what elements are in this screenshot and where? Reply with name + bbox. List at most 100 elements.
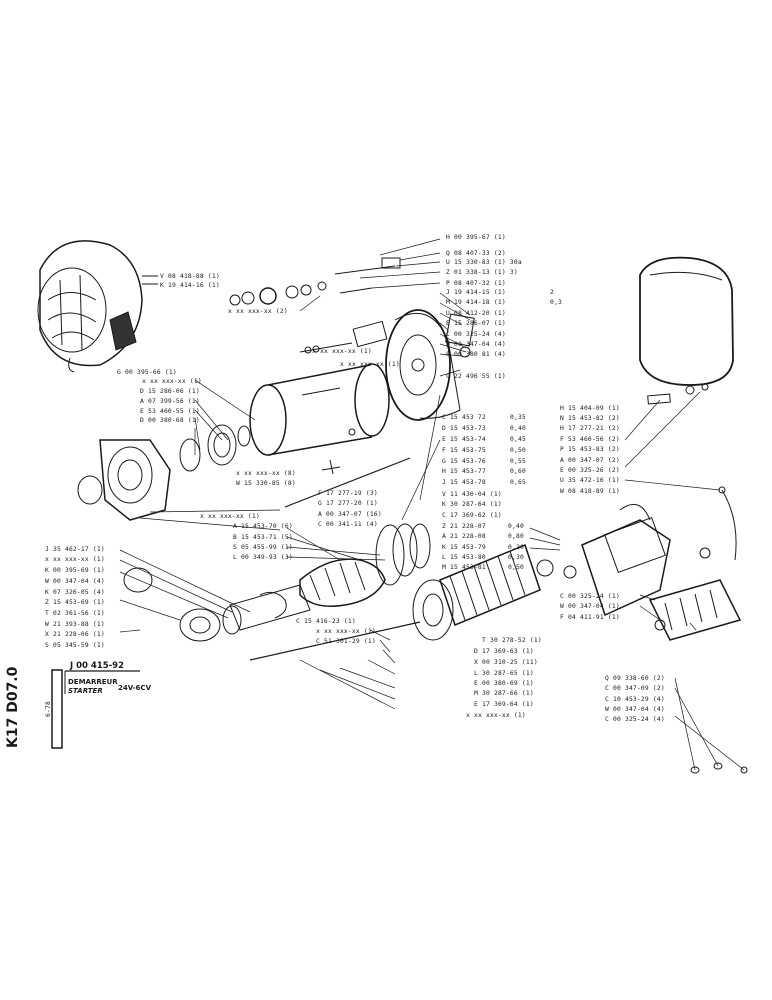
end-cover — [385, 309, 475, 421]
label: L 00 349-93 (3) — [233, 554, 293, 561]
label: Q 09 338-60 (2) — [605, 675, 665, 682]
label: C 00 325-24 (1) — [560, 593, 620, 600]
label: Q 08 407-33 (2) — [446, 250, 506, 257]
label: T 30 278-52 (1) — [482, 637, 542, 644]
label: A 07 399-56 (1) — [140, 398, 200, 405]
label: C 22 496 55 (1) — [446, 373, 506, 380]
label: H 00 395-67 (1) — [446, 234, 506, 241]
label: K 00 395-69 (1) — [45, 567, 105, 574]
label: K 19 414-16 (1) — [160, 282, 220, 289]
label: x xx xxx-xx (1) — [466, 712, 526, 719]
title-french: DEMARREUR — [68, 678, 118, 686]
field-coil-housing — [37, 240, 143, 373]
label: 0,20 — [508, 544, 524, 551]
label: E 15 286-07 (1) — [446, 320, 506, 327]
label: H 15 404-09 (1) — [560, 405, 620, 412]
protective-cap — [639, 256, 734, 386]
label: D 15 286-06 (1) — [140, 388, 200, 395]
label: V 08 418-88 (1) — [160, 273, 220, 280]
voltage-label: 24V-6CV — [118, 684, 151, 692]
label: W 08 418-89 (1) — [560, 488, 620, 495]
label: X 21 228-06 (1) — [45, 631, 105, 638]
label: H 15 453-77 — [442, 468, 486, 475]
label: 0,50 — [510, 447, 526, 454]
label: Z 21 228-07 — [442, 523, 486, 530]
label: C 00 325-24 (4) — [605, 716, 665, 723]
label: 0,35 — [510, 414, 526, 421]
title-english: STARTER — [68, 687, 103, 695]
label: A 00 347-07 (16) — [318, 511, 382, 518]
label: P 15 453-83 (2) — [560, 446, 620, 453]
label: K 15 453-79 — [442, 544, 486, 551]
label: A 00 347-07 (2) — [560, 457, 620, 464]
label: S 00 380 81 (4) — [446, 351, 506, 358]
label: x xx xxx-xx (1) — [312, 348, 372, 355]
label: M 30 287-66 (1) — [474, 690, 534, 697]
label: W 15 330-85 (8) — [236, 480, 296, 487]
label: W 00 347-04 (4) — [446, 341, 506, 348]
label: 0,50 — [508, 564, 524, 571]
label: S 05 345-59 (1) — [45, 642, 105, 649]
label: 0,40 — [510, 425, 526, 432]
label: x xx xxx-xx (1) — [142, 378, 202, 385]
label: K 07 326-05 (4) — [45, 589, 105, 596]
label: C 00 341-11 (4) — [318, 521, 378, 528]
label: C 51 301-29 (1) — [316, 638, 376, 645]
label: M 15 453-81 — [442, 564, 486, 571]
label: S 05 455-99 (1) — [233, 544, 293, 551]
label: U 35 472-16 (1) — [560, 477, 620, 484]
label: N 15 453-82 (2) — [560, 415, 620, 422]
label: 0,40 — [508, 523, 524, 530]
label: G 00 395-66 (1) — [117, 369, 177, 376]
label: V 11 430-04 (1) — [442, 491, 502, 498]
label: W 21 393-88 (1) — [45, 621, 105, 628]
label: L 15 453-80 — [442, 554, 486, 561]
label: J 15 453-78 — [442, 479, 486, 486]
label: A 15 453-70 (6) — [233, 523, 293, 530]
label: 0,45 — [510, 436, 526, 443]
title-block-frame — [51, 669, 140, 749]
label: C 15 416-23 (1) — [296, 618, 356, 625]
label: D 17 369-63 (1) — [474, 648, 534, 655]
label: 0,65 — [510, 479, 526, 486]
sheet-code: K17 D07.0 — [5, 666, 21, 748]
small-parts-row — [229, 257, 401, 354]
drive-end-housing — [77, 424, 251, 521]
label: 0,55 — [510, 458, 526, 465]
date-code: 6-78 — [45, 701, 52, 717]
label: Z 01 338-13 (1) 3) — [446, 269, 518, 276]
label: 2 — [550, 289, 554, 296]
label: C 17 369-62 (1) — [442, 512, 502, 519]
label: E 00 325-26 (2) — [560, 467, 620, 474]
label: L 30 287-65 (1) — [474, 670, 534, 677]
label: E 53 460-55 (1) — [140, 408, 200, 415]
label: 0,30 — [508, 554, 524, 561]
label: F 17 277-19 (3) — [318, 490, 378, 497]
label: C 00 325-24 (4) — [446, 331, 506, 338]
label: x xx xxx-xx (1) — [200, 513, 260, 520]
label: 0,80 — [508, 533, 524, 540]
label: B 15 453-71 (5) — [233, 534, 293, 541]
label: M 19 414-18 (1) — [446, 299, 506, 306]
label: G 15 453-76 — [442, 458, 486, 465]
label: G 17 277-20 (1) — [318, 500, 378, 507]
label: H 17 277-21 (2) — [560, 425, 620, 432]
label: x xx xxx-xx (1) — [316, 628, 376, 635]
label: U 15 330-83 (1) 30a — [446, 259, 522, 266]
label: D 15 453-73 — [442, 425, 486, 432]
label: U 08 412-20 (1) — [446, 310, 506, 317]
solenoid — [581, 503, 711, 617]
label: C 00 347-09 (2) — [605, 685, 665, 692]
label: W 00 347-04 (4) — [45, 578, 105, 585]
label: T 02 361-56 (1) — [45, 610, 105, 617]
label: x xx xxx-xx (8) — [236, 470, 296, 477]
label: K 30 287-64 (1) — [442, 501, 502, 508]
label: x xx xxx-xx (1) — [340, 361, 400, 368]
label: A 21 228-08 — [442, 533, 486, 540]
label: E 15 453-74 — [442, 436, 486, 443]
label: 0,60 — [510, 468, 526, 475]
label: E 17 369-64 (1) — [474, 701, 534, 708]
yoke-cylinder — [249, 363, 390, 456]
part-reference: J 00 415-92 — [70, 661, 125, 671]
